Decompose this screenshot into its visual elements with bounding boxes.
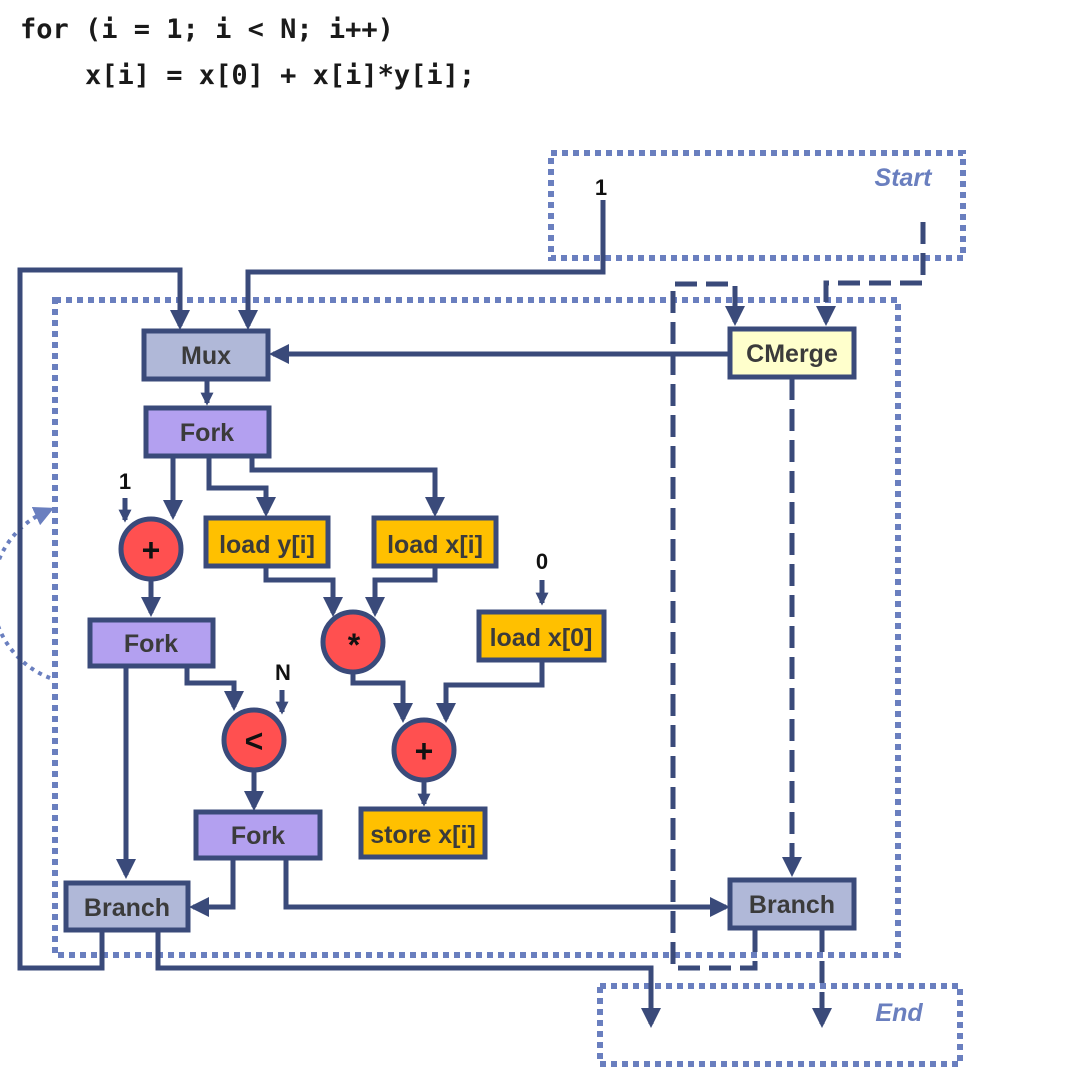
constant-start-one: 1 (595, 175, 607, 200)
branch-left-label: Branch (84, 894, 170, 922)
end-region (597, 983, 963, 1067)
load-x0-label: load x[0] (490, 624, 593, 652)
cmerge-block (727, 326, 857, 380)
load-x-block (371, 515, 499, 569)
wire-fork-to-load-x (249, 457, 445, 517)
store-x-label: store x[i] (370, 821, 476, 849)
wire-fork-to-branch-cond (189, 858, 236, 917)
load-y-block (203, 515, 331, 569)
wire-load-x0-to-sum (436, 660, 545, 723)
fork-mid-label: Fork (124, 630, 178, 658)
wire-loopback-to-mux (17, 267, 190, 971)
constant-limit-n: N (275, 660, 291, 685)
branch-right-label: Branch (749, 891, 835, 919)
loop-region (52, 297, 901, 958)
wire-start-to-cmerge (816, 222, 926, 326)
wire-mul-to-sum (350, 673, 413, 723)
fork-top-label: Fork (180, 419, 234, 447)
wire-fork-to-load-y (206, 457, 276, 517)
branch-right-block (727, 877, 857, 931)
cmerge-label: CMerge (746, 340, 838, 368)
wire-load-y-to-mul (263, 567, 343, 617)
code-line-2: x[i] = x[0] + x[i]*y[i]; (20, 60, 476, 91)
fork-mid-block (87, 617, 216, 669)
fork-low-label: Fork (231, 822, 285, 850)
multiply-operator (320, 609, 386, 675)
wire-fork-to-less (184, 666, 244, 711)
add-sum-symbol: + (415, 733, 434, 769)
less-than-operator (221, 707, 287, 773)
start-region (548, 150, 966, 261)
add-increment-symbol: + (142, 532, 161, 568)
end-region-label: End (875, 999, 923, 1027)
wire-loopback-to-cmerge (670, 281, 758, 971)
multiply-symbol: * (348, 627, 361, 663)
branch-left-block (63, 880, 191, 933)
load-y-label: load y[i] (219, 531, 315, 559)
loop-arc-icon (0, 507, 55, 680)
less-than-symbol: < (245, 723, 264, 759)
load-x-label: load x[i] (387, 531, 483, 559)
store-x-block (358, 806, 488, 860)
load-x0-block (476, 609, 607, 663)
constant-increment-one: 1 (119, 469, 131, 494)
add-sum-operator (391, 717, 457, 783)
wire-branch-to-end (155, 930, 661, 1028)
fork-top-block (143, 405, 272, 459)
start-region-label: Start (875, 164, 934, 192)
add-increment-operator (118, 516, 184, 582)
fork-low-block (193, 809, 323, 861)
mux-label: Mux (181, 342, 231, 370)
constant-zero: 0 (536, 549, 548, 574)
wire-load-x-to-mul (365, 567, 438, 617)
wire-fork-to-branch-right (283, 858, 730, 917)
code-line-1: for (i = 1; i < N; i++) (20, 14, 394, 45)
wire-start-to-mux (238, 200, 606, 330)
mux-block (141, 328, 271, 382)
